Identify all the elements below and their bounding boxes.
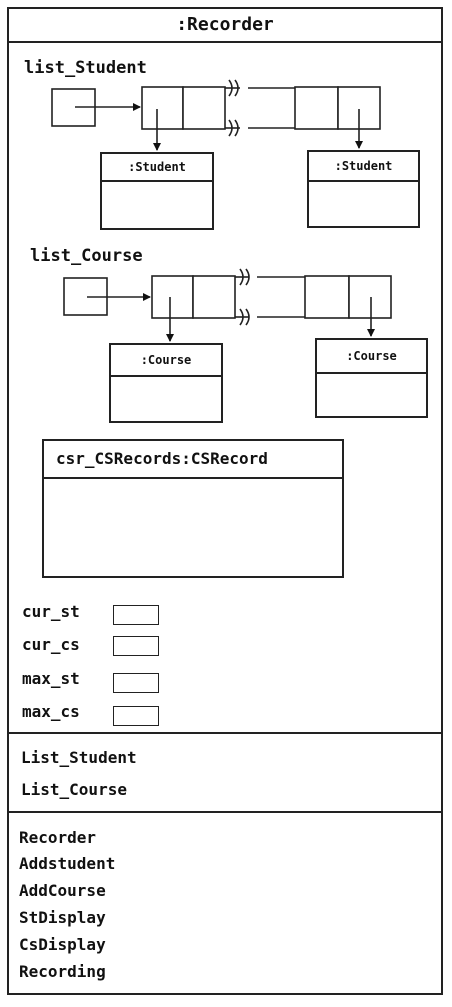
student-object-last: :Student bbox=[307, 150, 420, 228]
course-object-last-header: :Course bbox=[317, 340, 426, 374]
student-list-structure bbox=[51, 79, 381, 151]
operations-separator bbox=[7, 811, 443, 813]
course-list-structure bbox=[63, 268, 392, 342]
course-break-mark-bottom bbox=[239, 308, 250, 326]
course-first-node-left bbox=[151, 275, 194, 319]
list-student-label: list_Student bbox=[24, 58, 147, 78]
student-object-first-header: :Student bbox=[102, 154, 212, 182]
student-first-node-left bbox=[141, 86, 184, 130]
attribute-list-course: List_Course bbox=[21, 780, 127, 799]
course-object-last: :Course bbox=[315, 338, 428, 418]
variable-max-st-slot bbox=[113, 673, 159, 693]
course-last-node-right bbox=[348, 275, 392, 319]
course-first-node-right bbox=[192, 275, 236, 319]
student-first-node-right bbox=[182, 86, 226, 130]
csrecord-object-header: csr_CSRecords:CSRecord bbox=[44, 441, 342, 479]
variable-max-cs-label: max_cs bbox=[22, 702, 80, 721]
operation-stdisplay: StDisplay bbox=[19, 908, 106, 927]
student-break-mark-bottom bbox=[228, 119, 239, 137]
operation-recording: Recording bbox=[19, 962, 106, 981]
operation-csdisplay: CsDisplay bbox=[19, 935, 106, 954]
recorder-class-frame bbox=[7, 7, 443, 995]
student-last-node-left bbox=[294, 86, 339, 130]
operation-addcourse: AddCourse bbox=[19, 881, 106, 900]
course-object-first: :Course bbox=[109, 343, 223, 423]
list-course-label: list_Course bbox=[30, 246, 143, 266]
variable-cur-cs-slot bbox=[113, 636, 159, 656]
attributes-separator bbox=[7, 732, 443, 734]
student-object-first: :Student bbox=[100, 152, 214, 230]
recorder-title: :Recorder bbox=[7, 7, 443, 43]
csrecord-object: csr_CSRecords:CSRecord bbox=[42, 439, 344, 578]
operation-recorder: Recorder bbox=[19, 828, 97, 847]
variable-cur-st-label: cur_st bbox=[22, 602, 80, 621]
course-break-mark-top bbox=[239, 268, 250, 286]
operation-addstudent: Addstudent bbox=[19, 854, 116, 873]
variable-max-st-label: max_st bbox=[22, 669, 80, 688]
student-object-last-header: :Student bbox=[309, 152, 418, 182]
attribute-list-student: List_Student bbox=[21, 748, 137, 767]
course-last-node-left bbox=[304, 275, 350, 319]
variable-cur-st-slot bbox=[113, 605, 159, 625]
variable-max-cs-slot bbox=[113, 706, 159, 726]
course-object-first-header: :Course bbox=[111, 345, 221, 377]
variable-cur-cs-label: cur_cs bbox=[22, 635, 80, 654]
student-break-mark-top bbox=[228, 79, 239, 97]
